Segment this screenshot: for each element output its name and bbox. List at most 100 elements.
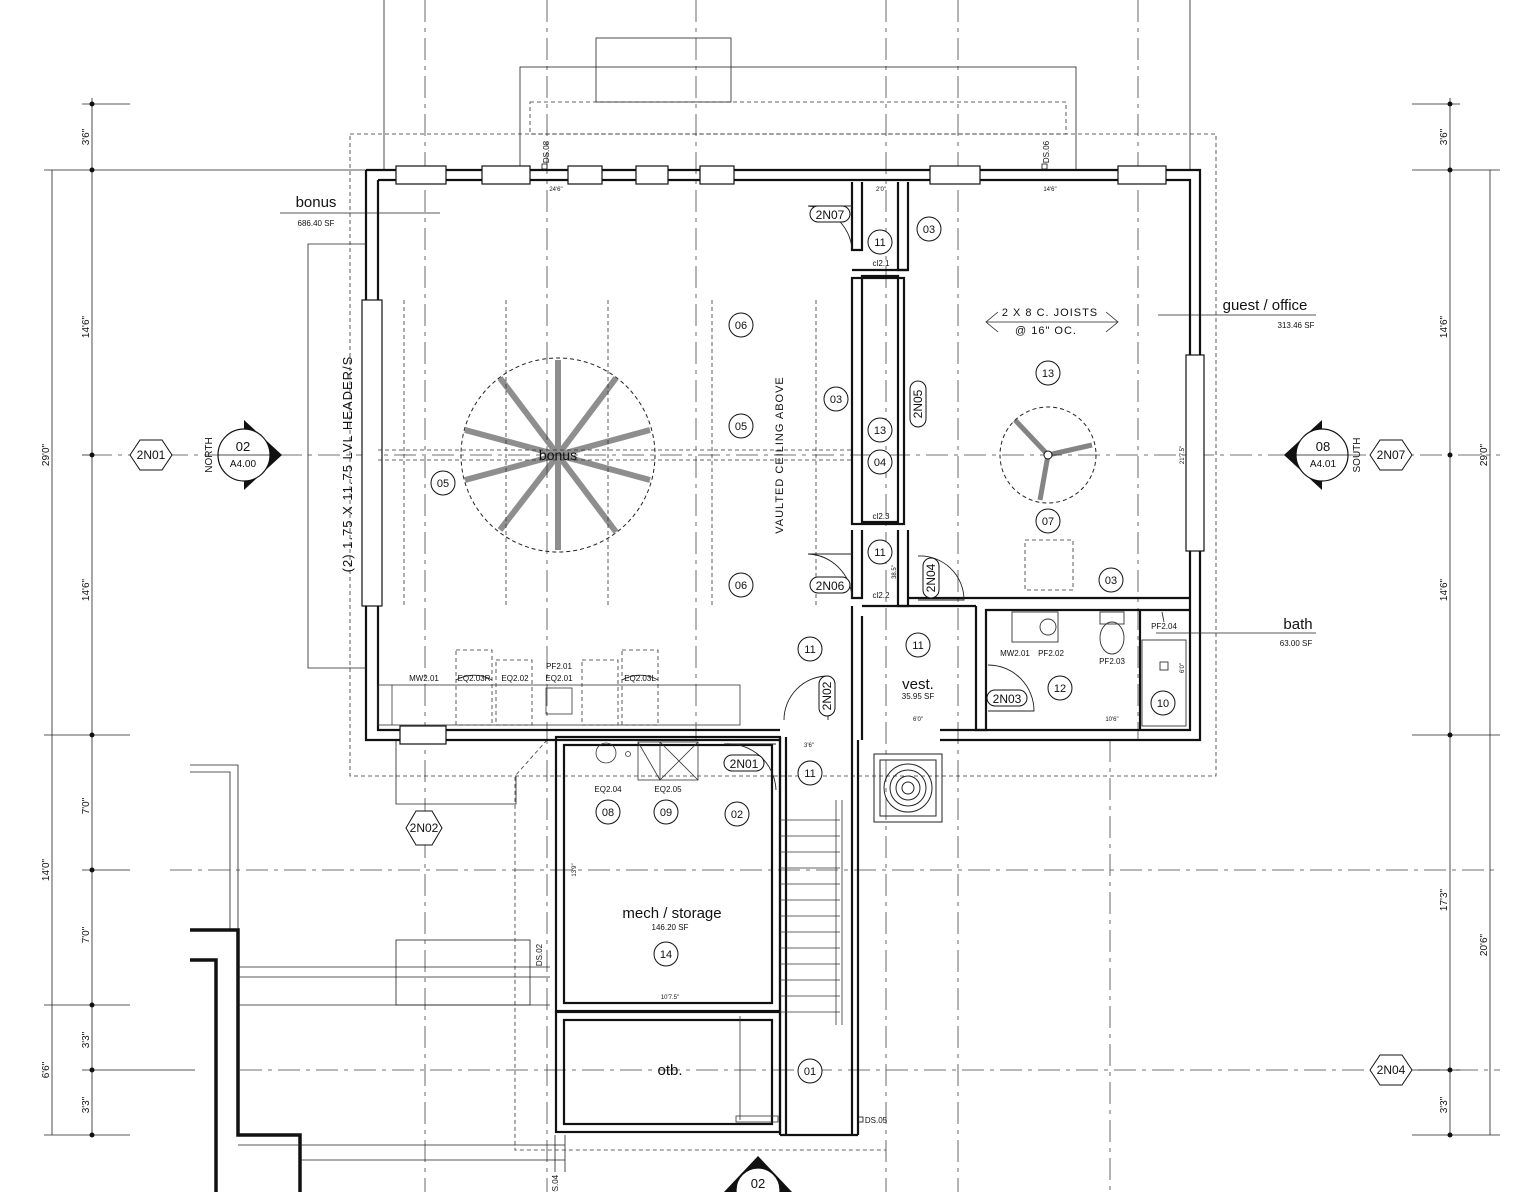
section-bottom-number: 02	[751, 1176, 765, 1191]
door-tag-2n07: 2N07	[816, 208, 845, 222]
dim-inner-vest: 6'0"	[913, 717, 923, 723]
dim-right-1: 3'6"	[1439, 128, 1450, 145]
inner-dimensions: 24'6" 2'0" 14'6" 6'0" 10'6" 10'7.5" 13'9…	[549, 187, 1186, 1001]
bath-fixtures	[1011, 611, 1187, 727]
ceiling-fan-bonus-icon	[460, 357, 656, 553]
hex-tag-2n01: 2N01	[137, 448, 166, 462]
dim-inner-mech-w: 10'7.5"	[661, 995, 679, 1001]
equip-pf204: PF2.04	[1151, 622, 1177, 631]
dim-right-5: 17'3"	[1439, 888, 1450, 911]
dim-left-2: 14'6"	[81, 315, 92, 338]
equip-pf202: PF2.02	[1038, 649, 1064, 658]
dim-inner-mech-h: 13'9"	[572, 863, 578, 876]
room-area-vest: 35.95 SF	[902, 692, 935, 701]
closet-labels: cl2.1 cl2.3 cl2.2	[873, 259, 890, 600]
dim-right-6: 20'6"	[1479, 933, 1490, 956]
condenser-icon	[873, 753, 943, 823]
deck-area	[190, 764, 566, 1192]
door-tag-2n03: 2N03	[993, 692, 1022, 706]
room-name-bonus: bonus	[296, 194, 337, 211]
joists-note: 2 X 8 C. JOISTS	[1002, 307, 1098, 319]
hex-tags: 2N01 2N07 2N02 2N04	[129, 439, 1413, 1086]
downspout-ds06: DS.06	[1042, 140, 1051, 163]
header-note: (2) 1.75 X 11.75 LVL HEADER/S	[340, 356, 355, 573]
circle-tag: 07	[1042, 516, 1054, 528]
circle-tag: 09	[660, 807, 672, 819]
door-tag-2n06: 2N06	[816, 579, 845, 593]
circle-tag: 03	[1105, 575, 1117, 587]
circle-tag: 05	[735, 421, 747, 433]
circle-tag: 13	[1042, 368, 1054, 380]
joists-spacing-note: @ 16" OC.	[1015, 325, 1077, 337]
circle-tag: 06	[735, 580, 747, 592]
equip-pf201: PF2.01	[546, 662, 572, 671]
circle-tag: 11	[874, 237, 885, 249]
hex-tag-2n07: 2N07	[1377, 448, 1406, 462]
circle-tag: 11	[912, 640, 923, 652]
circle-tag: 11	[804, 768, 815, 780]
equip-mw201-bath: MW2.01	[1000, 649, 1030, 658]
stair	[735, 800, 843, 1123]
dim-inner-closet-h: 38.5"	[892, 565, 898, 579]
circle-tag: 03	[923, 224, 935, 236]
section-marker-bottom: 02	[724, 1156, 792, 1192]
equip-eq204: EQ2.04	[594, 785, 622, 794]
equip-eq205: EQ2.05	[654, 785, 682, 794]
dim-left-3: 29'0"	[41, 443, 52, 466]
dim-inner-top-closet: 2'0"	[876, 187, 886, 193]
walls	[361, 165, 1205, 1137]
dim-left-4: 14'6"	[81, 578, 92, 601]
section-marker-west: 02 A4.00 NORTH	[204, 420, 282, 490]
room-area-bath: 63.00 SF	[1280, 639, 1313, 648]
circle-tag: 10	[1157, 698, 1169, 710]
room-labels: bonus 686.40 SF bonus guest / office 313…	[280, 194, 1316, 1079]
door-tag-2n02: 2N02	[820, 681, 834, 710]
door-swings	[455, 205, 1035, 791]
grid-lines	[90, 0, 1500, 1192]
room-area-bonus: 686.40 SF	[298, 219, 335, 228]
circle-tag: 08	[602, 807, 614, 819]
section-east-sheet: A4.01	[1310, 459, 1337, 470]
dim-inner-top-right: 14'6"	[1043, 187, 1056, 193]
dim-right-4: 14'6"	[1439, 578, 1450, 601]
dim-right-7: 3'3"	[1439, 1096, 1450, 1113]
circle-tag: 01	[804, 1066, 816, 1078]
circle-tag: 11	[874, 547, 885, 559]
south-label: SOUTH	[1352, 438, 1363, 473]
door-tag-2n01: 2N01	[730, 757, 759, 771]
circle-tag: 11	[804, 644, 815, 656]
room-area-mech: 146.20 SF	[652, 923, 689, 932]
section-marker-east: 08 A4.01 SOUTH	[1284, 420, 1363, 490]
kitchenette	[377, 649, 741, 726]
door-tag-2n04: 2N04	[924, 563, 938, 592]
vaulted-ceiling-note: VAULTED CEILING ABOVE	[774, 376, 786, 534]
dim-right-2: 14'6"	[1439, 315, 1450, 338]
circle-tag: 02	[731, 809, 743, 821]
mech-equipment	[595, 741, 699, 781]
room-name-bonus-center: bonus	[539, 447, 577, 463]
closet-cl22: cl2.2	[873, 591, 890, 600]
equip-eq201: EQ2.01	[545, 674, 573, 683]
dim-left-5: 7'0"	[81, 797, 92, 814]
room-name-mech: mech / storage	[622, 905, 721, 922]
section-west-number: 02	[236, 439, 250, 454]
right-dimensions: 3'6" 14'6" 29'0" 14'6" 17'3" 20'6" 3'3"	[1412, 98, 1500, 1138]
closet-cl21: cl2.1	[873, 259, 890, 268]
closet-cl23: cl2.3	[873, 512, 890, 521]
dim-left-6: 14'0"	[41, 858, 52, 881]
room-name-guest: guest / office	[1223, 297, 1308, 314]
section-east-number: 08	[1316, 439, 1330, 454]
dim-left-7: 7'0"	[81, 926, 92, 943]
roof-outlines	[349, 37, 1217, 1151]
equip-eq203l: EQ2.03L	[624, 674, 656, 683]
downspouts: DS.08 DS.06 DS.02 DS.05 DS.04	[535, 140, 1051, 1192]
equipment-labels: MW2.01 EQ2.03R EQ2.02 PF2.01 EQ2.01 EQ2.…	[409, 622, 1177, 794]
circle-tag: 04	[874, 457, 886, 469]
section-west-sheet: A4.00	[230, 459, 257, 470]
dim-inner-bath: 10'6"	[1105, 717, 1118, 723]
room-name-bath: bath	[1283, 616, 1312, 633]
dim-inner-stair: 3'6"	[804, 743, 814, 749]
door-tag-2n05: 2N05	[911, 389, 925, 418]
left-dimensions: 3'6" 14'6" 29'0" 14'6" 7'0" 14'0" 7'0" 3…	[41, 98, 370, 1138]
